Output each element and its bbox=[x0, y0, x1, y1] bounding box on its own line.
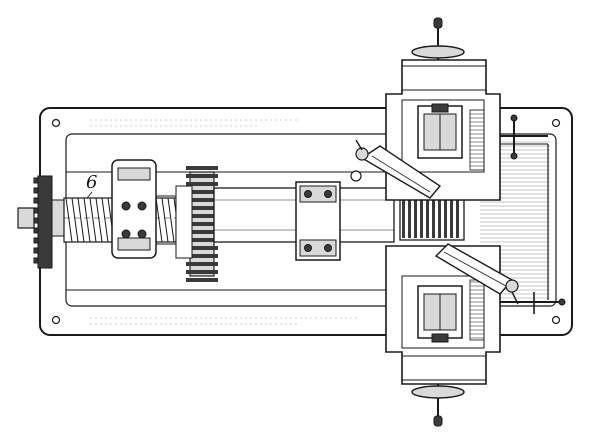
screw-thread bbox=[71, 197, 79, 243]
cutter-tooth bbox=[438, 198, 441, 238]
upper-lever bbox=[500, 114, 548, 160]
upper-handwheel bbox=[411, 17, 465, 60]
gear-tooth bbox=[186, 206, 218, 210]
lower-tool-arm bbox=[434, 243, 519, 305]
cutter-tooth bbox=[450, 198, 453, 238]
gear-tooth bbox=[186, 166, 218, 170]
bolt-hole bbox=[51, 315, 61, 325]
gear-tooth bbox=[186, 182, 218, 186]
gear-tooth bbox=[186, 214, 218, 218]
bolt-hole bbox=[551, 118, 561, 128]
main-spur-gear bbox=[175, 166, 218, 282]
cutter-tooth bbox=[408, 198, 411, 238]
screw-thread bbox=[155, 197, 163, 243]
cutter-tooth bbox=[414, 198, 417, 238]
screw-thread bbox=[89, 197, 97, 243]
gear-tooth bbox=[186, 198, 218, 202]
shaft-nut bbox=[17, 207, 35, 229]
screw-thread bbox=[101, 197, 109, 243]
screw-thread bbox=[161, 197, 169, 243]
gear-tooth bbox=[186, 190, 218, 194]
gear-tooth bbox=[186, 238, 218, 242]
callout-label: 6 bbox=[86, 172, 97, 193]
upper-tool-holder bbox=[417, 103, 463, 159]
cutter-tooth bbox=[420, 198, 423, 238]
side-rod bbox=[500, 143, 549, 300]
cutter-tooth bbox=[426, 198, 429, 238]
cutter-tooth bbox=[432, 198, 435, 238]
upper-tool-arm bbox=[350, 139, 442, 199]
gear-cutter bbox=[399, 195, 465, 241]
bearing-bracket bbox=[111, 159, 178, 259]
gear-tooth bbox=[186, 230, 218, 234]
screw-thread bbox=[95, 197, 103, 243]
bolt-hole bbox=[51, 118, 61, 128]
engraving-texture bbox=[90, 119, 360, 325]
bolt-hole bbox=[551, 315, 561, 325]
gear-tooth bbox=[186, 278, 218, 282]
cutter-tooth bbox=[456, 198, 459, 238]
gear-tooth bbox=[186, 174, 218, 178]
shaft-clamp bbox=[295, 181, 341, 261]
gear-tooth bbox=[186, 262, 218, 266]
gear-tooth bbox=[186, 270, 218, 274]
lower-lever bbox=[500, 292, 566, 314]
gear-tooth bbox=[186, 222, 218, 226]
gear-tooth bbox=[186, 254, 218, 258]
cutter-tooth bbox=[402, 198, 405, 238]
screw-thread bbox=[83, 197, 91, 243]
cutter-tooth bbox=[444, 198, 447, 238]
screw-thread bbox=[167, 197, 175, 243]
gear-tooth bbox=[186, 246, 218, 250]
screw-thread bbox=[65, 197, 73, 243]
screw-thread bbox=[77, 197, 85, 243]
lower-tool-holder bbox=[417, 285, 463, 343]
lower-handwheel bbox=[411, 384, 465, 427]
